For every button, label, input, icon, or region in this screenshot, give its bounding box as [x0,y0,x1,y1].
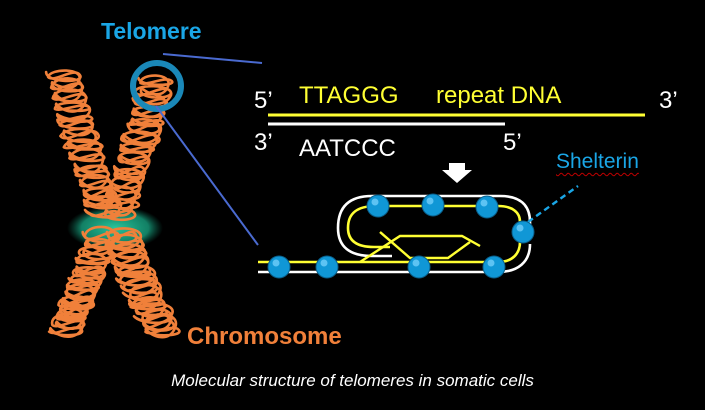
shelterin-protein-highlight [272,259,280,267]
shelterin-protein-icon [482,255,506,279]
bottom-strand-sequence: AATCCC [299,135,396,162]
shelterin-protein-icon [407,255,431,279]
shelterin-protein-highlight [320,259,328,267]
chromosome-arm [104,227,181,339]
shelterin-proteins [267,193,535,279]
down-arrow-icon [442,163,472,183]
shelterin-protein-highlight [487,259,495,267]
shelterin-protein-icon [315,255,339,279]
bottom-strand-5prime: 5’ [503,129,522,156]
shelterin-protein-highlight [480,199,488,207]
chromosome-arm [98,74,174,222]
shelterin-protein-highlight [426,197,434,205]
chromosome-icon [44,69,181,339]
shelterin-protein-icon [475,195,499,219]
top-strand-3prime: 3’ [659,87,678,114]
shelterin-protein-icon [366,194,390,218]
shelterin-protein-icon [421,193,445,217]
shelterin-pointer-line [527,185,579,223]
shelterin-protein-highlight [516,224,524,232]
shelterin-protein-icon [267,255,291,279]
top-strand-sequence: TTAGGG [299,82,399,109]
shelterin-label: Shelterin [556,150,639,173]
pointer-line-bottom [155,105,259,246]
shelterin-protein-icon [511,220,535,244]
telomere-label: Telomere [101,18,202,44]
bottom-strand-3prime: 3’ [254,129,273,156]
top-strand-5prime: 5’ [254,87,273,114]
pointer-line-top [162,53,263,64]
shelterin-protein-highlight [412,259,420,267]
repeat-dna-label: repeat DNA [436,82,562,109]
chromosome-label: Chromosome [187,323,342,350]
chromosome-arm [44,69,123,219]
shelterin-protein-highlight [371,198,379,206]
figure-caption: Molecular structure of telomeres in soma… [171,371,534,390]
